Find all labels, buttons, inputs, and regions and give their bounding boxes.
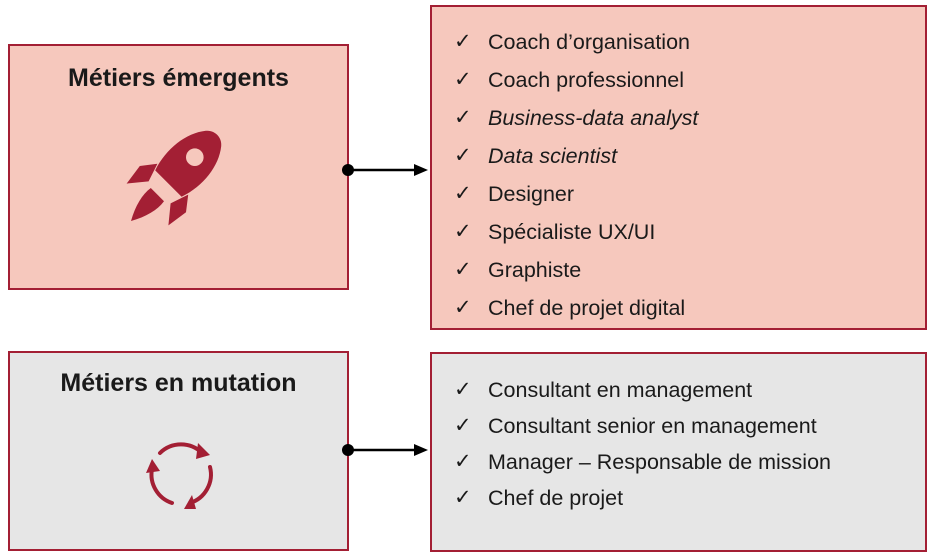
check-icon: ✓ (454, 296, 472, 319)
list-item-label: Designer (488, 182, 575, 206)
list-item-label: Chef de projet (488, 486, 624, 510)
list-item: ✓ Manager – Responsable de mission (454, 444, 831, 480)
emerging-jobs-title: Métiers émergents (68, 64, 289, 92)
list-item: ✓ Graphiste (454, 251, 698, 289)
cycle-arrows-icon (146, 442, 213, 509)
list-item-label: Consultant senior en management (488, 414, 817, 438)
list-item-label: Graphiste (488, 258, 582, 282)
list-item: ✓ Spécialiste UX/UI (454, 213, 698, 251)
list-item-label: Data scientist (488, 144, 618, 168)
mutation-jobs-list: ✓ Consultant en management ✓ Consultant se… (454, 372, 831, 516)
list-item: ✓ Consultant senior en management (454, 408, 831, 444)
list-item: ✓ Designer (454, 175, 698, 213)
list-item-label: Business-data analyst (488, 106, 699, 130)
check-icon: ✓ (454, 258, 472, 281)
check-icon: ✓ (454, 106, 472, 129)
check-icon: ✓ (454, 220, 472, 243)
list-item-label: Manager – Responsable de mission (488, 450, 832, 474)
mutation-jobs-title: Métiers en mutation (60, 369, 297, 397)
list-item: ✓ Chef de projet (454, 480, 831, 516)
check-icon: ✓ (454, 182, 472, 205)
list-item: ✓ Business-data analyst (454, 99, 698, 137)
list-item-label: Consultant en management (488, 378, 753, 402)
list-item: ✓ Coach d’organisation (454, 23, 698, 61)
mutation-jobs-box: Métiers en mutation (8, 351, 349, 551)
list-item-label: Spécialiste UX/UI (488, 220, 656, 244)
list-item-label: Coach professionnel (488, 68, 685, 92)
check-icon: ✓ (454, 144, 472, 167)
mutation-jobs-list-box: ✓ Consultant en management ✓ Consultant se… (430, 352, 927, 552)
check-icon: ✓ (454, 450, 472, 473)
emerging-jobs-box: Métiers émergents (8, 44, 349, 290)
check-icon: ✓ (454, 30, 472, 53)
list-item: ✓ Data scientist (454, 137, 698, 175)
check-icon: ✓ (454, 414, 472, 437)
check-icon: ✓ (454, 68, 472, 91)
list-item: ✓ Consultant en management (454, 372, 831, 408)
emerging-connector-arrow (342, 164, 428, 176)
emerging-jobs-list-box: ✓ Coach d’organisation ✓ Coach professionn… (430, 5, 927, 330)
list-item: ✓ Coach professionnel (454, 61, 698, 99)
list-item-label: Chef de projet digital (488, 296, 686, 320)
check-icon: ✓ (454, 378, 472, 401)
mutation-connector-arrow (342, 444, 428, 456)
list-item: ✓ Chef de projet digital (454, 289, 698, 327)
rocket-icon (126, 130, 222, 226)
emerging-jobs-list: ✓ Coach d’organisation ✓ Coach professionn… (454, 23, 698, 327)
check-icon: ✓ (454, 486, 472, 509)
list-item-label: Coach d’organisation (488, 30, 690, 54)
